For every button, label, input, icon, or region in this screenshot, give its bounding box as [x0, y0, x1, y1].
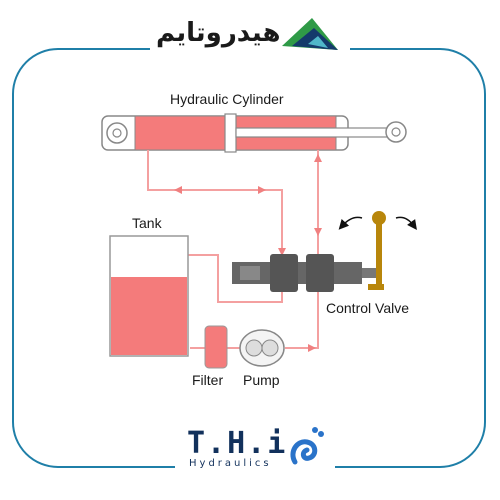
- label-control-valve: Control Valve: [326, 300, 409, 316]
- label-hydraulic-cylinder: Hydraulic Cylinder: [170, 91, 284, 107]
- footer-subtitle: Hydraulics: [189, 458, 272, 469]
- valve-lever: [368, 211, 386, 290]
- label-filter: Filter: [192, 372, 223, 388]
- footer-logo: T.H.i Hydraulics: [175, 420, 335, 480]
- hydraulic-cylinder: [101, 113, 407, 153]
- tank: [109, 235, 189, 357]
- footer-brand: T.H.i: [187, 426, 288, 461]
- lever-motion-arrows-icon: [338, 216, 417, 231]
- brand-name: هیدروتایم: [156, 18, 281, 48]
- control-valve: [232, 254, 376, 292]
- flow-arrows: [174, 154, 322, 352]
- header-logo: هیدروتایم: [150, 8, 350, 56]
- thi-swirl-logo-icon: [290, 427, 324, 465]
- pump: [239, 329, 285, 367]
- triangle-logo-icon: [282, 18, 338, 50]
- label-tank: Tank: [132, 215, 163, 231]
- filter: [204, 325, 228, 369]
- label-pump: Pump: [243, 372, 280, 388]
